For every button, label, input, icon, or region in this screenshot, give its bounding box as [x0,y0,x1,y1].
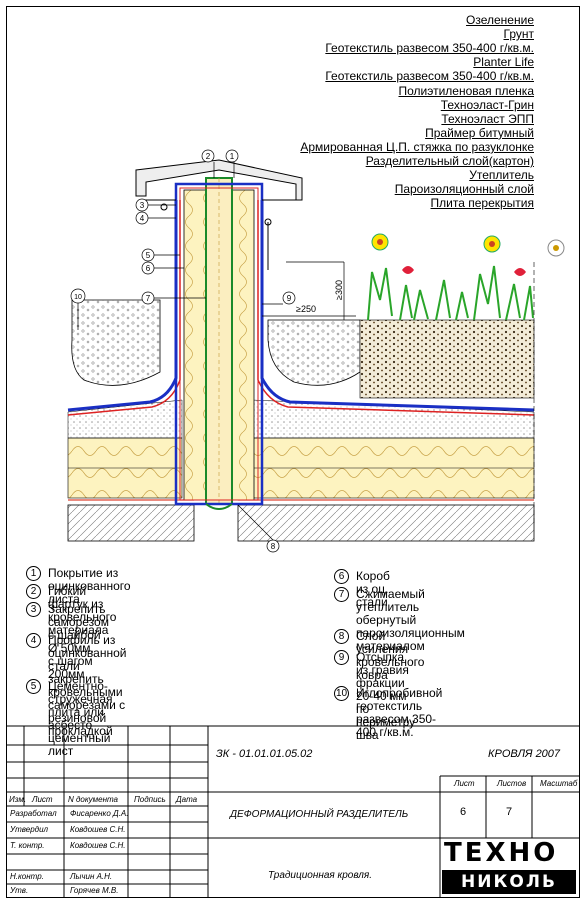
callout-10: 10 [74,294,82,301]
callout-2: 2 [206,152,211,161]
role-name: Лычин А.Н. [70,872,113,881]
legend-number: 3 [26,602,41,617]
layer-label: Геотекстиль развесом 350-400 г/кв.м. [325,41,534,56]
gravel-left [71,299,161,386]
role-name: Ковдошев С.Н. [70,825,126,834]
soil [359,319,535,399]
legend-text: Цементно-стружечная плита или асбесто-це… [48,679,113,758]
gravel-right [267,319,361,386]
legend-text: Гибкий фартук из кровельного материала [48,584,117,637]
legend-text: Слой усиления кровельного ковра [356,629,425,682]
legend-text: Профиль из оцинкованной стали закрепить … [48,633,127,738]
callout-1: 1 [230,152,235,161]
layer-label: Техноэласт ЭПП [441,111,534,126]
layer-label: Грунт [503,27,535,42]
layer-label: Пароизоляционный слой [394,182,534,197]
role-name: Фисаренко Д.А. [70,809,129,818]
layer-label: Полиэтиленовая пленка [398,83,534,98]
layer-label: Техноэласт-Грин [440,97,534,112]
sheets-label: Листов [497,779,527,788]
header-izm: Изм. [9,795,27,804]
callout-6: 6 [146,264,151,273]
callout-3: 3 [140,201,145,210]
drawing-frame [6,6,580,898]
slab-left [67,504,195,542]
scale-label: Масштаб [540,779,578,788]
sheet-label: Лист [454,779,475,788]
layer-label: Planter Life [473,55,534,70]
metal-cap [135,159,303,201]
role-label: Утвердил [10,825,49,834]
callout-5: 5 [146,251,151,260]
layer-label: Геотекстиль развесом 350-400 г/кв.м. [325,69,534,84]
flowers [371,233,565,276]
header-sign: Подпись [134,795,166,804]
layer-label: Плита перекрытия [430,196,534,211]
role-name: Горячев М.В. [70,886,119,895]
drawing-code: ЗК - 01.01.01.05.02 [216,748,313,760]
layer-label: Озеленение [466,13,534,27]
legend-number: 9 [334,650,349,665]
dim-300: ≥300 [334,280,344,300]
legend-number: 8 [334,629,349,644]
role-label: Разработал [10,809,57,818]
layer-label: Утеплитель [469,168,534,183]
callout-group: 2 1 3 4 5 6 7 10 9 8 [70,149,296,553]
header-date: Дата [176,795,198,804]
callout-8: 8 [271,542,276,551]
sheets-count: 7 [506,806,513,818]
brand-logo-bottom: НИКОЛЬ [442,870,576,894]
compressible-insulation-left [183,189,207,501]
layer-label: Армированная Ц.П. стяжка по разуклонке [300,139,534,154]
slab-right [237,504,535,542]
legend-number: 5 [26,679,41,694]
role-label: Утв. [10,886,29,895]
brand-logo-top: ТЕХНО [444,838,559,868]
legend-number: 4 [26,633,41,648]
greenery [367,265,534,321]
legend-number: 6 [334,569,349,584]
sheet-number: 6 [460,806,467,818]
callout-7: 7 [146,294,151,303]
header-list: Лист [32,795,53,804]
role-name: Ковдошев С.Н. [70,841,126,850]
legend-text: Сжимаемый утеплитель обернутый пароизоля… [356,587,465,653]
header-doc: N документа [68,795,119,804]
title-block [6,725,580,898]
dim-250: ≥250 [296,304,316,314]
legend-text: Отсыпка из гравия фракции 20-40 мм по пе… [356,650,416,742]
legend-number: 1 [26,566,41,581]
legend-text: Короб из оц. стали [356,569,390,609]
legend-number: 7 [334,587,349,602]
legend-text: Иглопробивной геотекстиль развесом 350-4… [356,686,443,739]
series-label: КРОВЛЯ 2007 [488,748,561,760]
drawing-subtitle: Традиционная кровля. [268,870,373,881]
legend-number: 10 [334,686,349,701]
role-label: Н.контр. [10,872,44,881]
callout-9: 9 [287,294,292,303]
layer-label: Праймер битумный [425,125,534,140]
legend-text: Покрытие из оцинкованного листа [48,566,131,606]
callout-4: 4 [140,214,145,223]
layer-label: Разделительный слой(картон) [365,154,534,168]
drawing-title: ДЕФОРМАЦИОННЫЙ РАЗДЕЛИТЕЛЬ [230,809,409,820]
compressible-insulation-right [231,189,255,501]
role-label: Т. контр. [10,841,45,850]
legend-number: 2 [26,584,41,599]
legend-text: Закрепить саморезом с шайбой Ø 50мм, с ш… [48,602,109,681]
